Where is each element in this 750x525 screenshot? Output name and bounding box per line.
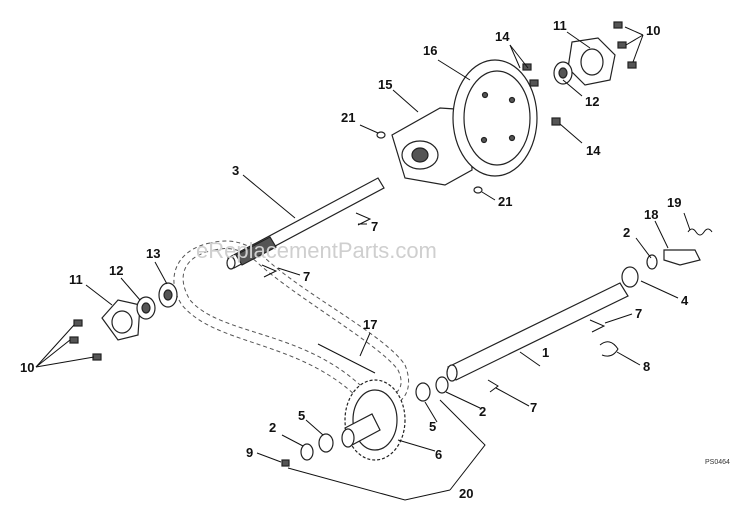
callout-label: 4 [681,293,689,308]
large-sprocket [341,379,406,461]
callout-label: 5 [298,408,305,423]
washer-21-upper [376,131,386,139]
callout-label: 14 [586,143,601,158]
callout-label: 7 [530,400,537,415]
drive-chain-outer [173,240,410,407]
bushing-4 [621,266,639,288]
callout-label: 8 [643,359,650,374]
callout-label: 5 [429,419,436,434]
bearing-hub [391,107,473,186]
callout-label: 17 [363,317,377,332]
screw-9 [281,459,290,467]
callout-label: 1 [542,345,549,360]
callout-label: 9 [246,445,253,460]
leader-lines [35,26,691,501]
flange-housing-left [101,282,178,341]
washer-2-upper [646,254,658,270]
callout-label: 11 [69,272,83,287]
callout-label: 12 [109,263,123,278]
hairpin-clip-upper [355,212,372,226]
callout-label: 12 [585,94,599,109]
callout-label: 2 [269,420,276,435]
hairpin-clip-mid [261,264,278,278]
hairpin-clip-right [589,319,606,333]
washer-2-left [300,443,314,461]
washer-2-right [435,376,449,394]
callout-labels: 1 2 2 2 3 4 5 5 6 7 7 7 7 8 9 10 10 11 1… [20,18,689,501]
cotter-pin-8 [599,341,619,357]
callout-label: 18 [644,207,658,222]
callout-label: 13 [146,246,160,261]
callout-label: 7 [635,306,642,321]
axle-shaft [446,282,629,382]
callout-label: 7 [303,269,310,284]
callout-label: 10 [20,360,34,375]
callout-label: 2 [623,225,630,240]
callout-label: 21 [498,194,512,209]
bushing-5-left [318,433,334,453]
washer-21-lower [473,186,483,194]
callout-label: 19 [667,195,681,210]
callout-label: 21 [341,110,355,125]
bolts-left [69,319,102,361]
callout-label: 14 [495,29,510,44]
watermark-text: eReplacementParts.com [196,238,437,263]
callout-label: 20 [459,486,473,501]
flange-housing-upper [553,37,616,86]
callout-label: 10 [646,23,660,38]
drawing-code: PS0464 [705,459,730,466]
pulley-disc [452,59,538,177]
jack-shaft [226,177,385,270]
part-shapes [69,21,713,467]
callout-label: 3 [232,163,239,178]
callout-label: 11 [553,18,567,33]
arm-18 [663,249,701,266]
spring-19 [687,228,713,236]
bushing-5-right [415,382,431,402]
callout-label: 6 [435,447,442,462]
callout-label: 15 [378,77,392,92]
hairpin-clip-low [487,379,499,393]
callout-label: 16 [423,43,437,58]
chain-links [317,343,376,374]
callout-label: 7 [371,219,378,234]
callout-label: 2 [479,404,486,419]
